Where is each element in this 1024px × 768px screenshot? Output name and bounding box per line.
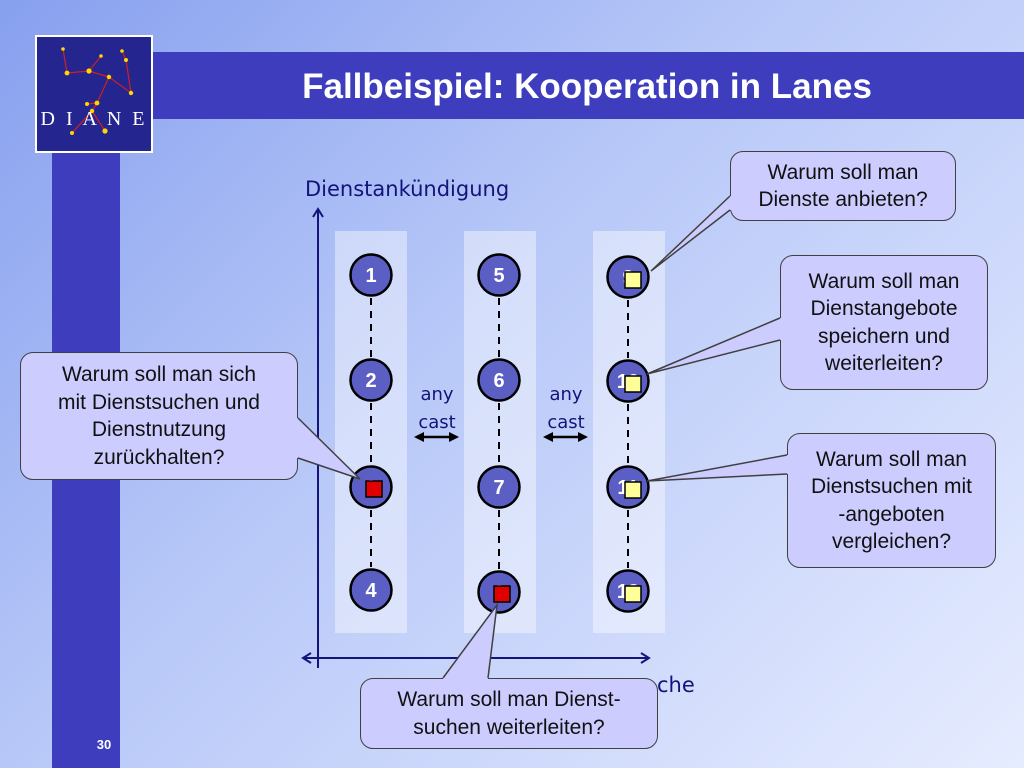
node-number: 7 bbox=[493, 477, 504, 499]
anycast-label-bottom: cast bbox=[418, 412, 456, 433]
node-9: 9 bbox=[606, 255, 650, 299]
node-4: 4 bbox=[349, 568, 393, 612]
callout-forward-searches: Warum soll man Dienst- suchen weiterleit… bbox=[360, 678, 658, 749]
lane-connectors bbox=[370, 298, 629, 569]
node-circle bbox=[477, 253, 521, 297]
yellow-marker bbox=[624, 375, 642, 393]
callout-line: vergleichen? bbox=[831, 530, 952, 553]
node-1: 1 bbox=[349, 253, 393, 297]
node-6: 6 bbox=[477, 358, 521, 402]
anycast-label-top: any bbox=[549, 384, 583, 405]
node-3: 3 bbox=[349, 465, 393, 509]
node-number: 2 bbox=[365, 370, 376, 392]
callout-line: weiterleiten? bbox=[825, 352, 943, 375]
lane-nodes: 123456789101112 bbox=[349, 253, 650, 614]
slide-title: Fallbeispiel: Kooperation in Lanes bbox=[302, 66, 872, 106]
yellow-marker bbox=[624, 481, 642, 499]
callout-offer-services: Warum soll man Dienste anbieten? bbox=[730, 151, 956, 221]
node-number: 4 bbox=[365, 580, 377, 602]
anycast-label-top: any bbox=[420, 384, 454, 405]
page-number: 30 bbox=[96, 737, 112, 752]
callout-line: zurückhalten? bbox=[93, 445, 225, 469]
node-5: 5 bbox=[477, 253, 521, 297]
constellation-icon bbox=[61, 47, 134, 135]
diane-logo: D I A N E bbox=[35, 35, 153, 153]
anycast-arrow-1 bbox=[414, 432, 459, 442]
node-8: 8 bbox=[477, 570, 521, 614]
red-marker bbox=[365, 480, 383, 498]
callout-line: speichern und bbox=[818, 324, 950, 348]
callout-line: Dienstangebote bbox=[810, 297, 958, 320]
callout-line: Warum soll man bbox=[808, 269, 960, 293]
callout-line: suchen weiterleiten? bbox=[413, 715, 605, 739]
y-axis bbox=[312, 207, 324, 668]
node-2: 2 bbox=[349, 358, 393, 402]
yellow-marker bbox=[624, 585, 642, 603]
node-number: 5 bbox=[493, 265, 504, 287]
anycast-arrow-2 bbox=[543, 432, 588, 442]
anycast-label-1: any cast bbox=[412, 381, 462, 437]
node-circle bbox=[349, 568, 393, 612]
anycast-label-2: any cast bbox=[541, 381, 591, 437]
node-11: 11 bbox=[606, 465, 650, 509]
node-number: 1 bbox=[365, 265, 376, 287]
callout-line: Warum soll man bbox=[767, 160, 919, 184]
yellow-marker bbox=[624, 271, 642, 289]
node-circle bbox=[477, 465, 521, 509]
node-number: 6 bbox=[493, 370, 504, 392]
callout-line: Dienstsuchen mit bbox=[810, 475, 973, 498]
logo-wordmark: D I A N E bbox=[40, 108, 148, 130]
node-12: 12 bbox=[606, 569, 650, 613]
node-circle bbox=[477, 358, 521, 402]
callout-line: Warum soll man bbox=[816, 447, 967, 471]
callout-line: Warum soll man Dienst- bbox=[397, 688, 621, 711]
node-circle bbox=[349, 253, 393, 297]
callout-store-forward-offers: Warum soll man Dienstangebote speichern … bbox=[780, 255, 988, 390]
node-circle bbox=[349, 358, 393, 402]
node-10: 10 bbox=[606, 359, 650, 403]
callout-line: Dienste anbieten? bbox=[758, 188, 928, 211]
red-marker bbox=[493, 585, 511, 603]
anycast-label-bottom: cast bbox=[547, 412, 585, 433]
x-axis bbox=[301, 652, 651, 664]
x-axis-label: che bbox=[657, 673, 695, 697]
y-axis-label: Dienstankündigung bbox=[305, 177, 510, 201]
node-7: 7 bbox=[477, 465, 521, 509]
callout-restrain-usage: Warum soll man sich mit Dienstsuchen und… bbox=[20, 352, 298, 480]
header-bar bbox=[120, 52, 1024, 119]
callout-line: -angeboten bbox=[838, 502, 945, 526]
callout-line: mit Dienstsuchen und bbox=[58, 390, 260, 414]
callout-line: Warum soll man sich bbox=[61, 363, 257, 386]
callout-line: Dienstnutzung bbox=[91, 418, 227, 441]
callout-compare-searches: Warum soll man Dienstsuchen mit -angebot… bbox=[787, 433, 996, 568]
